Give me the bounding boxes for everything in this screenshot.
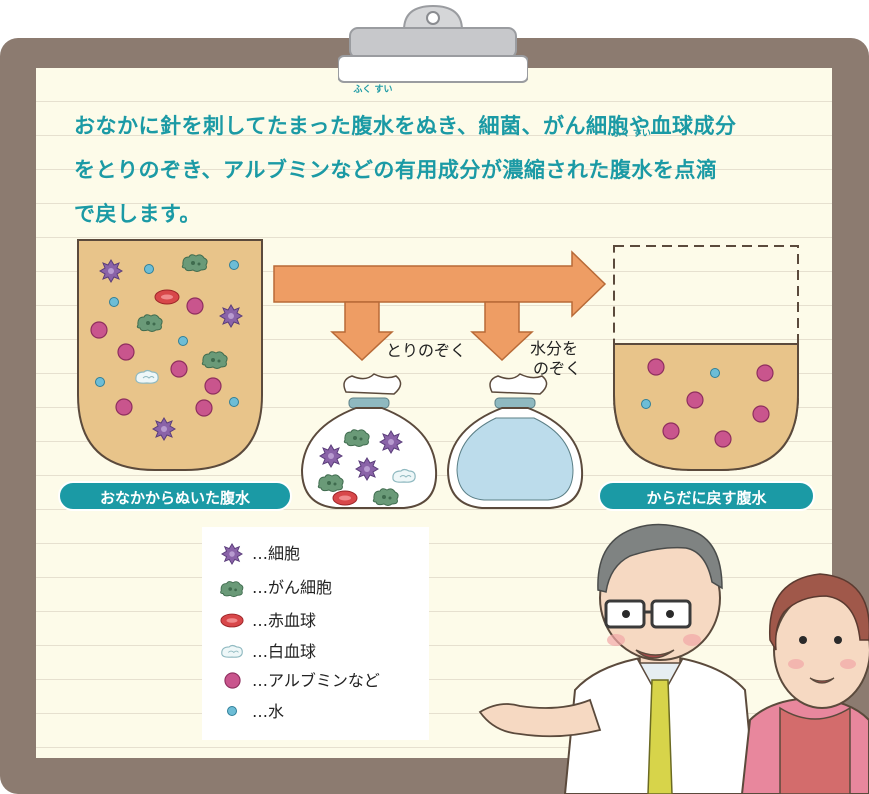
heading-line-1: おなかに針を刺してたまったふく すい腹水をぬき、細菌、がん細胞や血球成分 [74, 85, 814, 148]
remove-label: とりのぞく [386, 341, 467, 360]
ruby-fukusui: ふく すい腹水 [351, 85, 395, 148]
ruby-base: 腹水 [609, 158, 653, 182]
albumin-icon [752, 405, 770, 423]
legend-label-cancer-cell: …がん細胞 [252, 578, 333, 597]
legend-label-albumin: …アルブミンなど [252, 671, 380, 690]
heading-text: を点滴 [652, 158, 718, 182]
cell-icon [319, 444, 343, 468]
albumin-icon [686, 391, 704, 409]
ruby-reading: ふく すい [611, 129, 651, 139]
cell-icon [221, 543, 243, 565]
cell-icon [219, 304, 243, 328]
removed-water-bag [446, 373, 584, 509]
cell-icon [355, 457, 379, 481]
removed-cells-bag [300, 373, 438, 509]
water-icon [641, 399, 651, 409]
doctor-illustration [478, 523, 757, 794]
heading-line-3: で戻します。 [74, 202, 201, 226]
water-icon [229, 397, 239, 407]
ruby-reading: ふく すい [353, 85, 393, 95]
cell-icon [152, 417, 176, 441]
white-blood-cell-icon [135, 369, 159, 384]
heading-text: おなかに針を刺してたまった [74, 114, 352, 138]
water-icon [95, 377, 105, 387]
cell-icon [379, 430, 403, 454]
water-icon [144, 264, 154, 274]
ruby-base: 腹水 [351, 114, 395, 138]
cancer-cell-icon [136, 314, 163, 332]
cancer-cell-icon [201, 351, 228, 369]
cancer-cell-icon [317, 474, 344, 492]
albumin-icon [170, 360, 188, 378]
water-icon [227, 706, 237, 716]
albumin-icon [195, 399, 213, 417]
white-blood-cell-icon [392, 468, 416, 483]
legend-label-white-blood-cell: …白血球 [252, 642, 317, 661]
returned-ascites-container [613, 245, 799, 471]
albumin-icon [756, 364, 774, 382]
water-removal-label-line2: のぞく [533, 359, 582, 378]
albumin-icon [647, 358, 665, 376]
extracted-ascites-label: おなかからぬいた腹水 [58, 481, 292, 511]
albumin-icon [117, 343, 135, 361]
cancer-cell-icon [372, 488, 399, 506]
ruby-fukusui: ふく すい腹水 [609, 129, 653, 192]
albumin-icon [115, 398, 133, 416]
legend-symbols [220, 543, 244, 716]
red-blood-cell-icon [220, 613, 244, 628]
returned-ascites-label: からだに戻す腹水 [598, 481, 815, 511]
clipboard-clip [338, 4, 528, 83]
water-icon [229, 260, 239, 270]
extracted-ascites-container [77, 239, 263, 471]
main-flow-arrow [273, 250, 607, 362]
cancer-cell-icon [343, 429, 370, 447]
red-blood-cell-icon [332, 490, 358, 506]
cancer-cell-icon [181, 254, 208, 272]
water-icon [178, 336, 188, 346]
albumin-icon [714, 430, 732, 448]
patient-illustration [740, 573, 869, 794]
water-icon [109, 297, 119, 307]
albumin-icon [186, 297, 204, 315]
albumin-icon [662, 422, 680, 440]
red-blood-cell-icon [154, 289, 180, 305]
water-removal-label-line1: 水分を [530, 339, 579, 358]
legend-label-red-blood-cell: …赤血球 [252, 611, 317, 630]
albumin-icon [90, 321, 108, 339]
heading-line-2: をとりのぞき、アルブミンなどの有用成分が濃縮されたふく すい腹水を点滴 [74, 129, 814, 192]
legend-label-cell: …細胞 [252, 544, 301, 563]
water-icon [710, 368, 720, 378]
heading-text: をぬき、細菌、がん細胞や血球成分 [394, 114, 737, 138]
albumin-icon [224, 672, 241, 689]
explanation-heading: おなかに針を刺してたまったふく すい腹水をぬき、細菌、がん細胞や血球成分 をとり… [74, 85, 814, 236]
legend-label-water: …水 [252, 702, 285, 721]
cancer-cell-icon [220, 581, 244, 598]
cell-icon [99, 259, 123, 283]
heading-text: をとりのぞき、アルブミンなどの有用成分が濃縮された [74, 158, 610, 182]
albumin-icon [204, 377, 222, 395]
legend: …細胞 …がん細胞 …赤血球 …白血球 …アルブミンなど …水 [202, 527, 429, 740]
white-blood-cell-icon [221, 644, 243, 658]
